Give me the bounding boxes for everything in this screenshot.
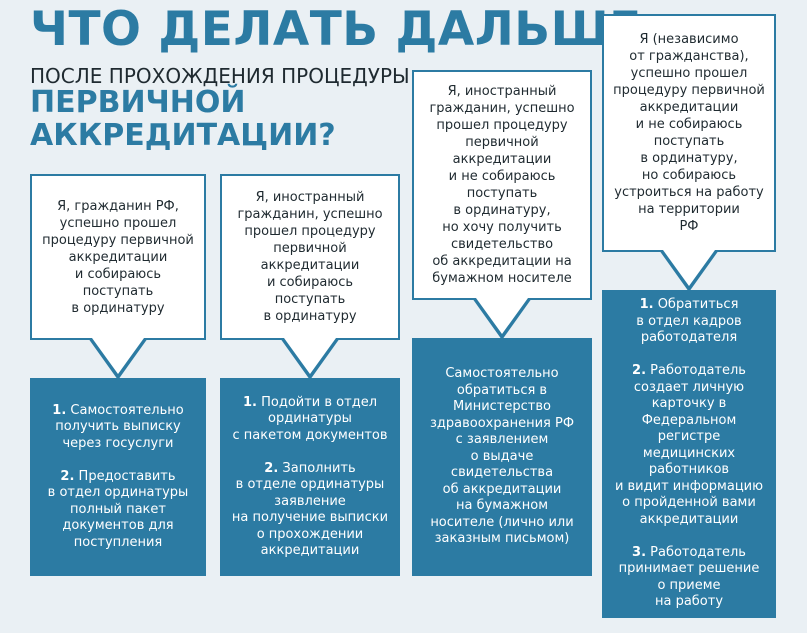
answer-panel-2: 1. Подойти в отдел ординатуры с пакетом … (220, 378, 400, 576)
step-4-3: 3. Работодатель принимает решение о прие… (618, 544, 760, 610)
step-1-1: 1. Самостоятельно получить выписку через… (52, 402, 184, 451)
question-box-2: Я, иностранный гражданин, успешно прошел… (220, 174, 400, 340)
subtitle: ПОСЛЕ ПРОХОЖДЕНИЯ ПРОЦЕДУРЫ (30, 64, 410, 88)
step-4-2: 2. Работодатель создает личную карточку … (614, 363, 764, 527)
question-text-1: Я, гражданин РФ, успешно прошел процедур… (42, 198, 194, 316)
question-text-3: Я, иностранный гражданин, успешно прошел… (429, 84, 575, 286)
answer-panel-1: 1. Самостоятельно получить выписку через… (30, 378, 206, 576)
answer-text-3: Самостоятельно обратиться в Министерство… (429, 366, 575, 547)
question-box-3: Я, иностранный гражданин, успешно прошел… (412, 70, 592, 300)
answer-panel-4: 1. Обратиться в отдел кадров работодател… (602, 290, 776, 618)
question-box-4: Я (независимо от гражданства), успешно п… (602, 14, 776, 252)
arrow-pointer-1 (88, 338, 148, 380)
arrow-pointer-3 (472, 298, 532, 340)
question-text-4: Я (независимо от гражданства), успешно п… (613, 32, 765, 234)
arrow-pointer-4 (659, 250, 719, 292)
step-1-2: 2. Предоставить в отдел ординатуры полны… (47, 468, 189, 550)
step-4-1: 1. Обратиться в отдел кадров работодател… (636, 297, 742, 346)
page-title: ЧТО ДЕЛАТЬ ДАЛЬШЕ (30, 2, 642, 57)
answer-panel-3: Самостоятельно обратиться в Министерство… (412, 338, 592, 576)
step-2-1: 1. Подойти в отдел ординатуры с пакетом … (232, 394, 388, 443)
step-2-2: 2. Заполнить в отделе ординатуры заявлен… (231, 460, 389, 559)
question-text-2: Я, иностранный гражданин, успешно прошел… (237, 190, 383, 324)
question-box-1: Я, гражданин РФ, успешно прошел процедур… (30, 174, 206, 340)
subtitle-emphasis: ПЕРВИЧНОЙ АККРЕДИТАЦИИ? (30, 85, 336, 153)
arrow-pointer-2 (280, 338, 340, 380)
